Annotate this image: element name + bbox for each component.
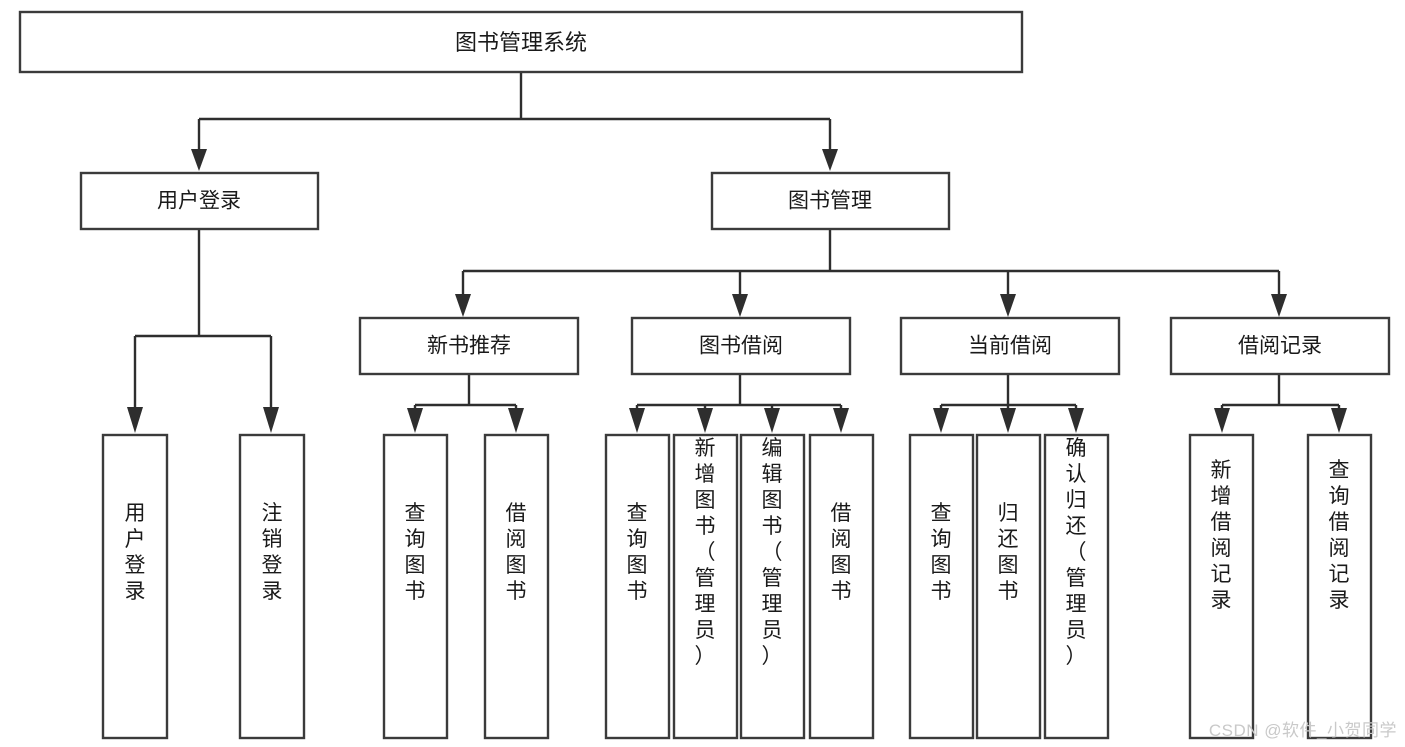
leaf-box <box>808 433 875 740</box>
leaf-borrow-record-1[interactable]: 新增借阅记录 <box>1188 433 1255 740</box>
leaf-current-borrow-2[interactable]: 归还图书 <box>975 433 1042 740</box>
leaf-label: 查询图书 <box>931 502 952 603</box>
node-book-manage-label: 图书管理 <box>788 190 872 213</box>
node-current-borrow-label: 当前借阅 <box>968 335 1052 358</box>
leaf-user-login-2[interactable]: 注销登录 <box>238 433 306 740</box>
node-book-manage[interactable]: 图书管理 <box>710 171 951 231</box>
arrow-current-borrow-leaf3 <box>1068 408 1084 433</box>
arrow-book-borrow-leaf2 <box>697 408 713 433</box>
arrow-current-borrow <box>1000 294 1016 317</box>
arrow-user-login <box>191 149 207 171</box>
leaf-label: 查询借阅记录 <box>1329 459 1350 612</box>
node-book-borrow-box <box>630 316 852 376</box>
arrow-new-book <box>455 294 471 317</box>
connector-layer <box>127 72 1347 433</box>
leaf-box <box>382 433 449 740</box>
node-book-borrow[interactable]: 图书借阅 <box>630 316 852 376</box>
arrow-new-book-leaf1 <box>407 408 423 433</box>
leaf-label: 编辑图书（管理员） <box>762 437 783 668</box>
arrow-new-book-leaf2 <box>508 408 524 433</box>
leaf-book-borrow-1[interactable]: 查询图书 <box>604 433 671 740</box>
node-root[interactable]: 图书管理系统 <box>18 10 1024 74</box>
arrow-user-login-leaf2 <box>263 407 279 433</box>
leaf-box <box>1306 433 1373 740</box>
leaf-book-borrow-4[interactable]: 借阅图书 <box>808 433 875 740</box>
arrow-book-borrow-leaf1 <box>629 408 645 433</box>
leaf-label: 归还图书 <box>998 502 1019 603</box>
arrow-borrow-record-leaf2 <box>1331 408 1347 433</box>
node-user-login[interactable]: 用户登录 <box>79 171 320 231</box>
node-book-borrow-label: 图书借阅 <box>699 335 783 358</box>
leaf-box <box>483 433 550 740</box>
node-new-book-recommend-box <box>358 316 580 376</box>
leaf-box <box>975 433 1042 740</box>
leaf-current-borrow-3[interactable]: 确认归还（管理员） <box>1043 433 1110 740</box>
node-user-login-label: 用户登录 <box>157 190 241 213</box>
leaf-label: 借阅图书 <box>831 502 852 603</box>
arrow-borrow-record-leaf1 <box>1214 408 1230 433</box>
leaf-label: 新增借阅记录 <box>1211 459 1232 612</box>
arrow-current-borrow-leaf2 <box>1000 408 1016 433</box>
node-borrow-record[interactable]: 借阅记录 <box>1169 316 1391 376</box>
leaf-box <box>101 433 169 740</box>
leaf-book-borrow-3[interactable]: 编辑图书（管理员） <box>739 433 806 740</box>
leaf-label: 注销登录 <box>262 502 283 603</box>
leaf-box <box>1188 433 1255 740</box>
arrow-book-borrow-leaf4 <box>833 408 849 433</box>
node-current-borrow-box <box>899 316 1121 376</box>
leaf-label: 确认归还（管理员） <box>1066 437 1087 668</box>
node-borrow-record-box <box>1169 316 1391 376</box>
arrow-book-borrow <box>732 294 748 317</box>
node-borrow-record-label: 借阅记录 <box>1238 335 1322 358</box>
arrow-book-borrow-leaf3 <box>764 408 780 433</box>
leaf-label: 用户登录 <box>125 502 146 603</box>
leaf-box <box>1043 433 1110 740</box>
leaf-new-book-2[interactable]: 借阅图书 <box>483 433 550 740</box>
node-user-login-box <box>79 171 320 231</box>
leaf-new-book-1[interactable]: 查询图书 <box>382 433 449 740</box>
leaf-borrow-record-2[interactable]: 查询借阅记录 <box>1306 433 1373 740</box>
node-new-book-recommend-label: 新书推荐 <box>427 335 511 358</box>
node-new-book-recommend[interactable]: 新书推荐 <box>358 316 580 376</box>
leaf-label: 查询图书 <box>405 502 426 603</box>
leaf-box <box>238 433 306 740</box>
leaf-label: 查询图书 <box>627 502 648 603</box>
arrow-borrow-record <box>1271 294 1287 317</box>
leaf-label: 新增图书（管理员） <box>695 437 716 668</box>
node-current-borrow[interactable]: 当前借阅 <box>899 316 1121 376</box>
leaf-box <box>739 433 806 740</box>
leaf-user-login-1[interactable]: 用户登录 <box>101 433 169 740</box>
leaf-book-borrow-2[interactable]: 新增图书（管理员） <box>672 433 739 740</box>
node-root-box <box>18 10 1024 74</box>
arrow-current-borrow-leaf1 <box>933 408 949 433</box>
leaf-box <box>672 433 739 740</box>
arrow-user-login-leaf1 <box>127 407 143 433</box>
leaf-label: 借阅图书 <box>506 502 527 603</box>
leaf-box <box>908 433 975 740</box>
leaf-current-borrow-1[interactable]: 查询图书 <box>908 433 975 740</box>
arrow-book-manage <box>822 149 838 171</box>
leaf-box <box>604 433 671 740</box>
node-root-label: 图书管理系统 <box>455 30 587 55</box>
node-book-manage-box <box>710 171 951 231</box>
